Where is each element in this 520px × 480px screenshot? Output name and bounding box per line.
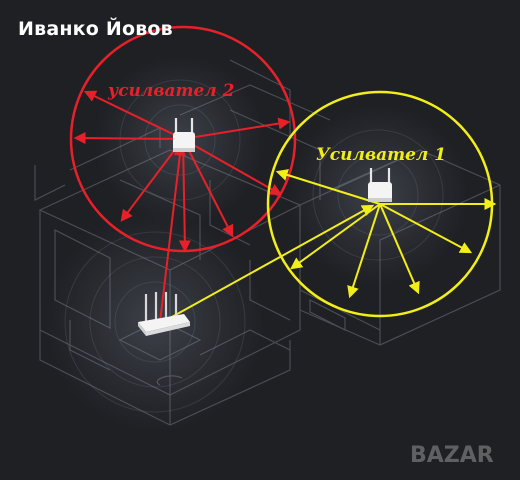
router-icon: [138, 292, 190, 336]
red-arrow: [178, 138, 191, 253]
extender-icon: [368, 168, 392, 202]
booster-1-label: Усилвател 1: [316, 145, 446, 165]
bazar-logo-icon: BAZAR: [410, 443, 494, 468]
red-arrow: [159, 143, 186, 323]
yellow-arrow: [379, 203, 420, 295]
extender-icon: [173, 118, 195, 152]
red-arrow: [182, 117, 291, 140]
red-arrow: [83, 90, 184, 140]
watermark-text: BAZAR: [410, 443, 494, 468]
yellow-arrow: [347, 203, 381, 299]
booster-1-coverage: [169, 90, 497, 319]
booster-2-coverage: [69, 25, 297, 323]
yellow-arrow: [379, 203, 473, 254]
red-arrow: [182, 138, 234, 238]
yellow-arrow: [275, 169, 381, 205]
booster-2-label: усилвател 2: [107, 81, 235, 101]
seller-name: Иванко Йовов: [18, 18, 173, 40]
red-arrow: [120, 138, 184, 222]
yellow-arrow: [169, 204, 375, 319]
red-arrow: [182, 138, 283, 196]
red-arrow: [73, 132, 184, 145]
signal-glows: [45, 55, 468, 432]
